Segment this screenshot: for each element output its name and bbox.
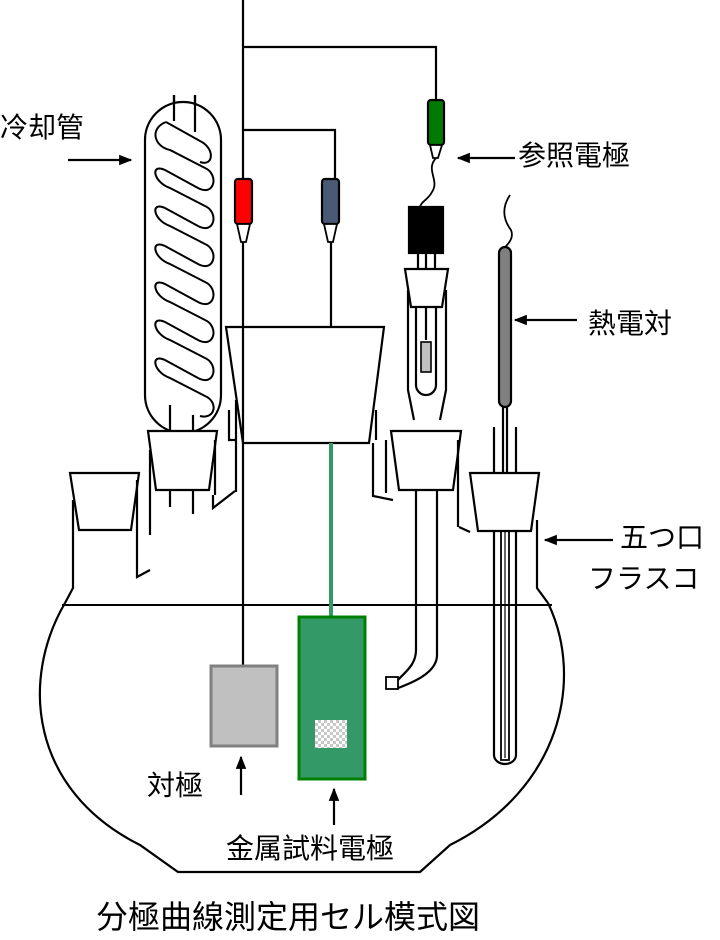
stopper-center: [224, 325, 394, 502]
diagram-title: 分極曲線測定用セル模式図: [96, 898, 481, 936]
thermocouple: [497, 194, 513, 430]
counter-electrode: [209, 664, 279, 748]
label-working-electrode: 金属試料電極: [226, 832, 395, 865]
label-condenser: 冷却管: [0, 111, 85, 144]
sample-surface: [315, 720, 347, 748]
counter-clip: [233, 177, 254, 243]
stopper-condenser: [146, 400, 238, 535]
five-neck-flask: [38, 500, 566, 874]
working-electrode: [297, 615, 367, 781]
label-flask-line2: フラスコ: [588, 562, 700, 595]
stopper-thermocouple: [458, 427, 541, 766]
working-clip: [320, 177, 341, 327]
stopper-reference: [384, 429, 463, 690]
working-wire: [243, 128, 337, 186]
reference-wire: [243, 45, 438, 100]
condenser: [143, 95, 223, 514]
reference-electrode: [403, 205, 450, 421]
label-counter-electrode: 対極: [147, 769, 204, 802]
reference-clip: [419, 98, 446, 209]
stopper-left: [68, 471, 151, 579]
label-reference-electrode: 参照電極: [518, 139, 631, 172]
label-flask-line1: 五つ口: [620, 521, 705, 554]
label-thermocouple: 熱電対: [588, 307, 673, 340]
